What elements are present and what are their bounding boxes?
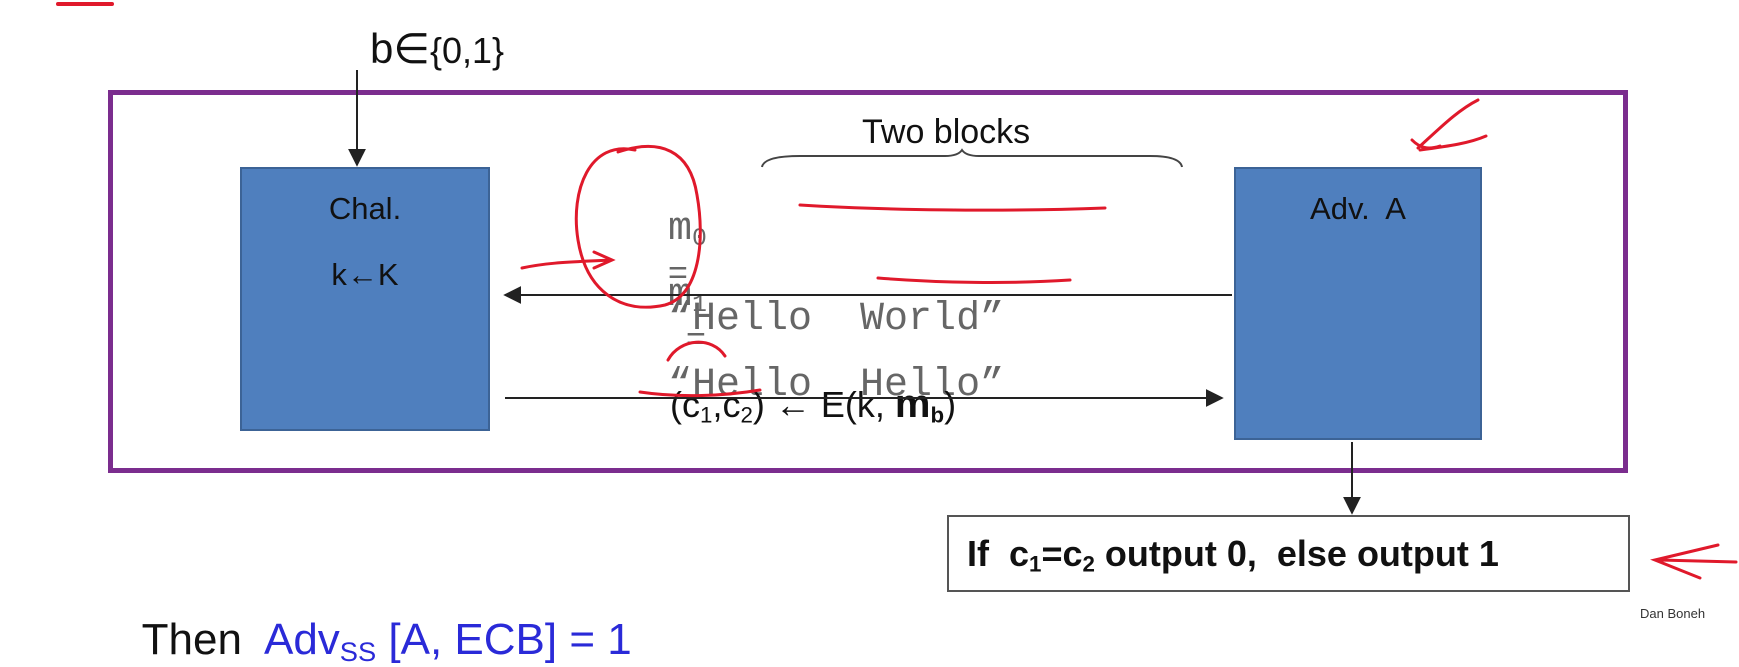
message-m0: m0 = “Hello World” <box>620 162 1004 342</box>
m1-pointer-annotation <box>520 250 616 270</box>
m0-var: m <box>668 207 693 252</box>
c1-arc-annotation <box>666 340 727 362</box>
challenger-box: Chal. k←K <box>240 167 490 431</box>
ct-open: (c <box>670 384 701 425</box>
m-circle-annotation <box>574 144 702 309</box>
security-game-frame <box>108 90 1628 473</box>
diagram-overlay <box>56 2 1738 580</box>
challenger-key-label: k←K <box>331 257 399 292</box>
ct-mb: m <box>894 382 931 426</box>
m1-sub: 1 <box>692 291 707 320</box>
ciphertext-label: (c1,c2) ← E(k, mb) <box>650 340 956 427</box>
c-underline <box>638 388 762 398</box>
ct-sub2: 2 <box>740 402 753 428</box>
ct-mb-sub: b <box>930 402 945 428</box>
ct-sub1: 1 <box>700 402 713 428</box>
result-box: If c1=c2 output 0, else output 1 <box>947 515 1630 592</box>
result-prefix: If c <box>967 533 1030 574</box>
adversary-label: Adv. A <box>1310 191 1406 226</box>
ct-comma: ,c <box>712 384 741 425</box>
world-underline <box>798 203 1107 212</box>
message-m1: m1 = “Hello Hello” <box>620 228 1004 408</box>
result-sub2: 2 <box>1082 551 1095 577</box>
m1-value: “Hello Hello” <box>668 363 1005 408</box>
bit-set: {0,1} <box>429 30 505 71</box>
result-rest: output 0, else output 1 <box>1094 533 1499 574</box>
adversary-check-annotation <box>1410 98 1488 152</box>
two-blocks-label: Two blocks <box>862 113 1031 151</box>
two-blocks-brace <box>761 148 1183 168</box>
ct-close: ) <box>944 384 957 425</box>
bit-choice-label: b∈{0,1} <box>370 24 504 73</box>
ct-arrow-enc: ) ← E(k, <box>752 384 895 425</box>
hello-underline <box>876 276 1072 284</box>
m1-equals: = <box>686 320 706 358</box>
advantage-sub: SS <box>339 635 377 667</box>
result-pointer-annotation <box>1650 543 1738 580</box>
result-sub1: 1 <box>1029 551 1042 577</box>
m0-value: “Hello World” <box>668 297 1005 342</box>
adversary-box: Adv. A <box>1234 167 1482 440</box>
element-of-symbol: ∈ <box>393 25 430 72</box>
author-credit: Dan Boneh <box>1640 606 1706 621</box>
m0-equals: = <box>668 254 688 292</box>
bit-b: b <box>370 25 394 72</box>
result-eq: =c <box>1041 533 1083 574</box>
challenger-label: Chal. <box>328 191 402 226</box>
